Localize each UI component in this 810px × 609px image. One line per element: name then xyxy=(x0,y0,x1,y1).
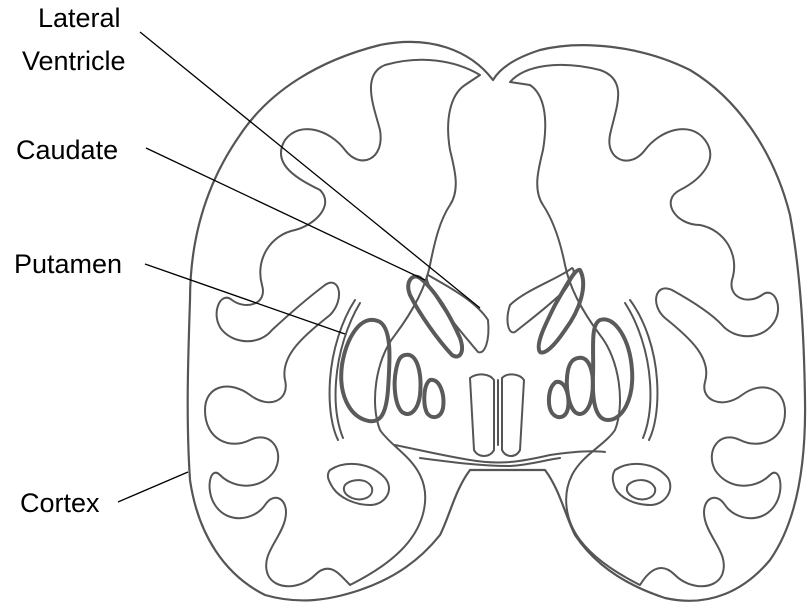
cortex-label: Cortex xyxy=(20,488,100,518)
lateral-ventricle-label-line1: Lateral xyxy=(38,3,121,33)
putamen-label: Putamen xyxy=(14,249,122,279)
right-gray-white-boundary xyxy=(510,65,785,586)
lateral-ventricle-label-line2: Ventricle xyxy=(22,46,126,76)
caudate-label: Caudate xyxy=(16,135,118,165)
putamen-leader xyxy=(145,264,345,334)
left-hippocampus xyxy=(344,480,372,499)
right-globus-pallidus-inner xyxy=(549,382,568,417)
right-claustrum-inner xyxy=(625,303,650,438)
left-putamen xyxy=(341,320,389,421)
right-hippocampus xyxy=(627,480,655,499)
right-globus-pallidus-outer xyxy=(567,358,593,414)
left-lateral-ventricle xyxy=(427,275,489,352)
left-septum xyxy=(470,374,494,456)
cortex-leader xyxy=(118,472,188,502)
left-globus-pallidus-outer xyxy=(395,355,421,414)
left-globus-pallidus-inner xyxy=(424,380,443,417)
right-lateral-ventricle xyxy=(508,268,574,332)
right-septum xyxy=(502,374,524,456)
left-caudate xyxy=(408,277,462,357)
caudate-leader xyxy=(146,148,425,280)
